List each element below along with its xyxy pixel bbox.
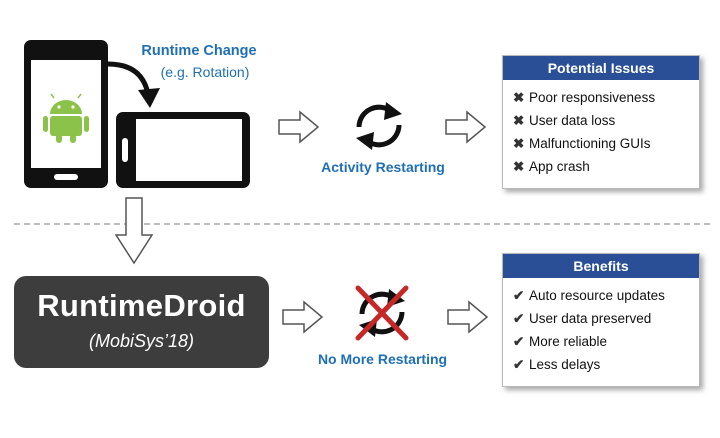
crossed-circular-arrows-icon bbox=[355, 285, 409, 341]
potential-issues-panel: Potential Issues ✖Poor responsiveness ✖U… bbox=[502, 55, 700, 189]
check-mark-icon: ✔ bbox=[513, 288, 525, 303]
list-item: ✔More reliable bbox=[513, 330, 699, 353]
check-mark-icon: ✔ bbox=[513, 334, 525, 349]
check-mark-icon: ✔ bbox=[513, 357, 525, 372]
down-arrow-icon bbox=[114, 197, 154, 265]
check-mark-icon: ✔ bbox=[513, 311, 525, 326]
product-name: RuntimeDroid bbox=[37, 288, 246, 323]
potential-issues-list: ✖Poor responsiveness ✖User data loss ✖Ma… bbox=[503, 80, 699, 178]
x-mark-icon: ✖ bbox=[513, 113, 525, 128]
list-item: ✔Auto resource updates bbox=[513, 284, 699, 307]
no-more-restarting-label: No More Restarting bbox=[317, 351, 448, 367]
list-item: ✔User data preserved bbox=[513, 307, 699, 330]
venue-label: (MobiSys’18) bbox=[88, 331, 195, 351]
list-item: ✖Malfunctioning GUIs bbox=[513, 132, 699, 155]
x-mark-icon: ✖ bbox=[513, 136, 525, 151]
flow-arrow-icon bbox=[447, 300, 489, 334]
activity-restarting-label: Activity Restarting bbox=[321, 159, 445, 175]
runtimedroid-box: RuntimeDroid (MobiSys’18) bbox=[14, 276, 269, 368]
benefits-title: Benefits bbox=[503, 254, 699, 278]
x-mark-icon: ✖ bbox=[513, 159, 525, 174]
list-item: ✔Less delays bbox=[513, 353, 699, 376]
list-item: ✖Poor responsiveness bbox=[513, 86, 699, 109]
flow-arrow-icon bbox=[278, 110, 320, 144]
benefits-list: ✔Auto resource updates ✔User data preser… bbox=[503, 278, 699, 376]
circular-arrows-icon bbox=[356, 102, 402, 150]
list-item: ✖User data loss bbox=[513, 109, 699, 132]
benefits-panel: Benefits ✔Auto resource updates ✔User da… bbox=[502, 253, 700, 387]
flow-arrow-icon bbox=[445, 110, 487, 144]
runtime-change-subtitle: (e.g. Rotation) bbox=[160, 64, 250, 80]
potential-issues-title: Potential Issues bbox=[503, 56, 699, 80]
flow-arrow-icon bbox=[282, 300, 324, 334]
list-item: ✖App crash bbox=[513, 155, 699, 178]
runtime-change-title: Runtime Change bbox=[141, 43, 257, 59]
portrait-phone-icon bbox=[24, 40, 108, 188]
rotation-arrow-icon bbox=[107, 61, 160, 108]
section-divider bbox=[14, 223, 710, 225]
android-robot-icon bbox=[43, 93, 89, 143]
x-mark-icon: ✖ bbox=[513, 90, 525, 105]
landscape-phone-icon bbox=[116, 112, 250, 188]
